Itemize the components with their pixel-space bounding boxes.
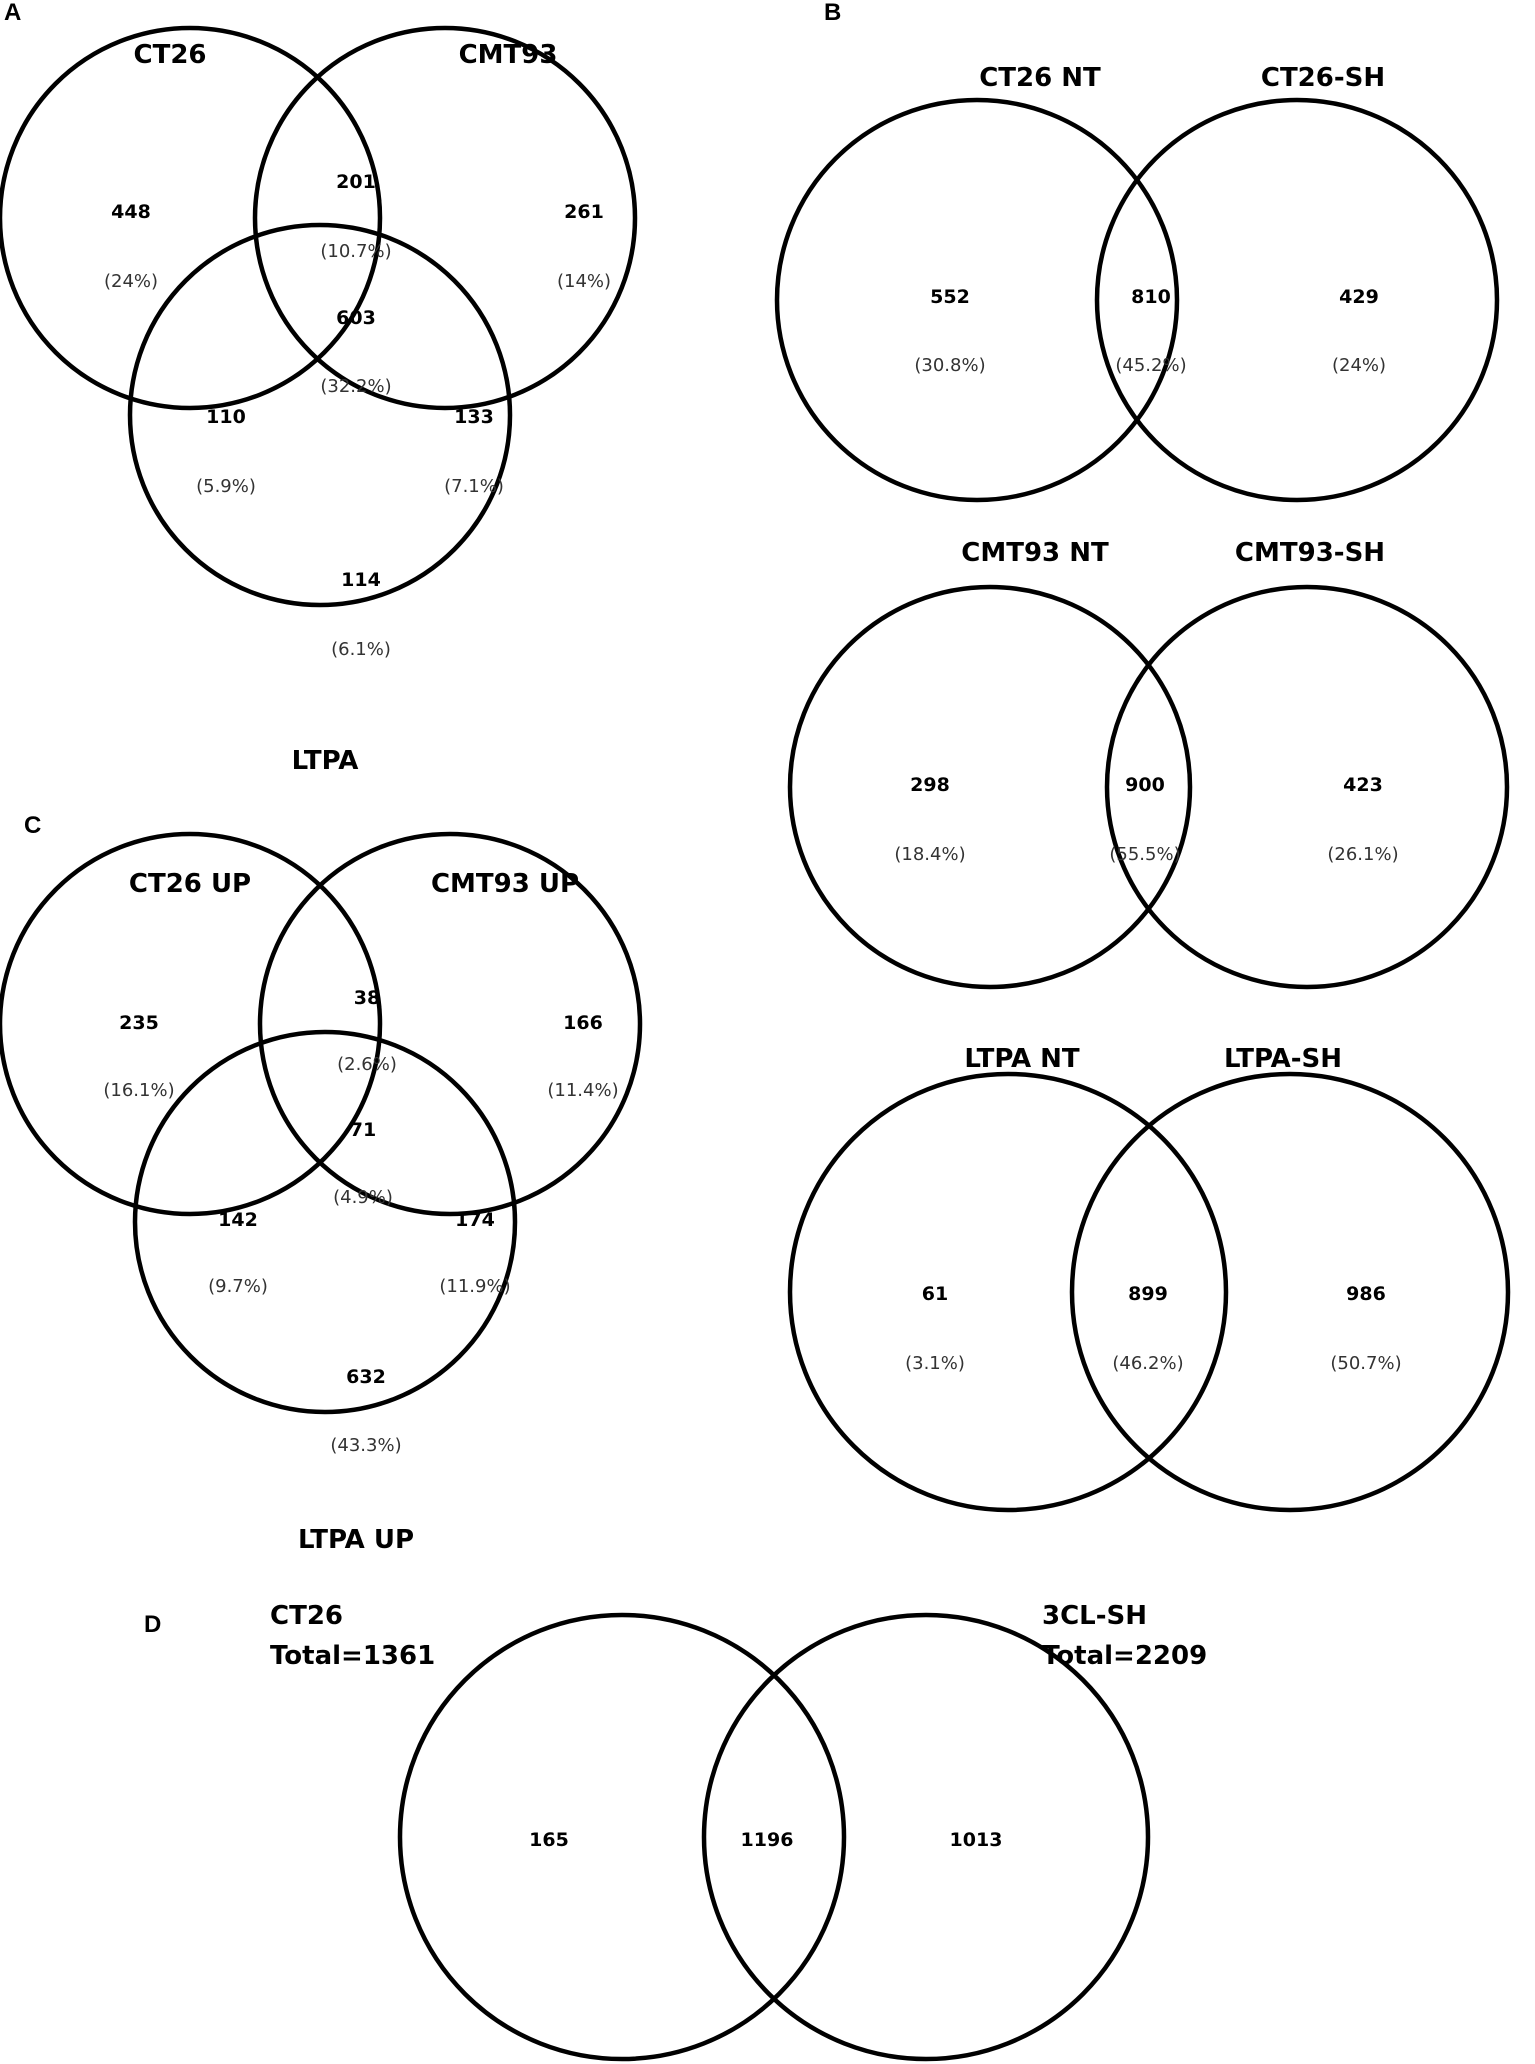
panel-c-count-ltpa-only: 632 [346, 1366, 386, 1388]
panel-c-pct-cmt93-ltpa: (11.9%) [439, 1276, 510, 1297]
panel-a-count-ct26-ltpa: 110 [206, 406, 246, 428]
panel-b-count-cmt93-both: 900 [1125, 774, 1165, 796]
panel-b-count-ltpa-sh-only: 986 [1346, 1283, 1386, 1305]
panel-a-pct-all: (32.2%) [320, 376, 391, 397]
panel-a-count-ct26-only: 448 [111, 201, 151, 223]
panel-b-pct-ltpa-sh-only: (50.7%) [1330, 1353, 1401, 1374]
panel-d-circle-ct26 [397, 1612, 847, 2062]
panel-b-circle-cmt93-sh [1104, 584, 1510, 990]
panel-a-circle-ltpa [127, 222, 513, 608]
panel-a-set-label-ltpa: LTPA [292, 746, 359, 776]
panel-c-letter: C [24, 812, 41, 839]
panel-b-circle-ct26-sh [1094, 97, 1500, 503]
panel-b-circle-cmt93-nt [787, 584, 1193, 990]
panel-b-venn-cmt93: CMT93 NT CMT93-SH 298 (18.4%) 900 (55.5%… [787, 538, 1510, 990]
panel-a-pct-ct26-only: (24%) [104, 271, 158, 292]
panel-c-set-label-cmt93-up: CMT93 UP [431, 869, 579, 899]
panel-a-pct-cmt93-only: (14%) [557, 271, 611, 292]
panel-a-count-cmt93-ltpa: 133 [454, 406, 494, 428]
panel-b-pct-ct26-nt-only: (30.8%) [914, 355, 985, 376]
panel-c-circle-ct26-up [0, 831, 383, 1217]
panel-a: A CT26 CMT93 LTPA 448 (24%) 261 (14%) 20… [0, 0, 638, 776]
panel-c: C CT26 UP CMT93 UP LTPA UP 235 (16.1%) 1… [0, 812, 643, 1555]
panel-b-label-ct26-nt: CT26 NT [979, 63, 1101, 93]
panel-c-circle-cmt93-up [257, 831, 643, 1217]
panel-c-circle-ltpa-up [132, 1029, 518, 1415]
panel-b-count-ct26-both: 810 [1131, 286, 1171, 308]
panel-a-count-ltpa-only: 114 [341, 569, 381, 591]
panel-c-count-ct26-ltpa: 142 [218, 1209, 258, 1231]
panel-b-letter: B [824, 0, 841, 26]
panel-b-count-cmt93-nt-only: 298 [910, 774, 950, 796]
panel-b-pct-cmt93-both: (55.5%) [1109, 844, 1180, 865]
panel-a-circle-ct26 [0, 25, 383, 411]
panel-c-pct-cmt93-only: (11.4%) [547, 1080, 618, 1101]
panel-d-count-both: 1196 [741, 1829, 794, 1851]
panel-c-pct-ltpa-only: (43.3%) [330, 1435, 401, 1456]
panel-b-venn-ct26: CT26 NT CT26-SH 552 (30.8%) 810 (45.2%) … [774, 63, 1500, 503]
panel-b-pct-ct26-both: (45.2%) [1115, 355, 1186, 376]
panel-c-count-cmt93-only: 166 [563, 1012, 603, 1034]
panel-c-pct-ct26-only: (16.1%) [103, 1080, 174, 1101]
panel-c-pct-ct26-cmt93: (2.6%) [337, 1054, 397, 1075]
panel-b-pct-ct26-sh-only: (24%) [1332, 355, 1386, 376]
panel-a-count-cmt93-only: 261 [564, 201, 604, 223]
panel-c-set-label-ct26-up: CT26 UP [129, 869, 251, 899]
panel-c-pct-all: (4.9%) [333, 1187, 393, 1208]
panel-d-label-3cl-sh: 3CL-SH [1042, 1601, 1147, 1631]
panel-c-count-ct26-cmt93: 38 [354, 987, 380, 1009]
panel-b-count-ltpa-both: 899 [1128, 1283, 1168, 1305]
panel-d-label-ct26-total: Total=1361 [270, 1641, 435, 1671]
panel-c-count-cmt93-ltpa: 174 [455, 1209, 495, 1231]
panel-a-pct-ltpa-only: (6.1%) [331, 639, 391, 660]
panel-b-venn-ltpa: LTPA NT LTPA-SH 61 (3.1%) 899 (46.2%) 98… [787, 1044, 1511, 1513]
panel-a-set-label-ct26: CT26 [134, 40, 207, 70]
panel-a-count-ct26-cmt93: 201 [336, 171, 376, 193]
panel-a-letter: A [4, 0, 21, 26]
panel-b-label-cmt93-nt: CMT93 NT [961, 538, 1109, 568]
panel-b-pct-cmt93-nt-only: (18.4%) [894, 844, 965, 865]
panel-c-set-label-ltpa-up: LTPA UP [298, 1525, 414, 1555]
panel-b-label-ltpa-nt: LTPA NT [964, 1044, 1080, 1074]
panel-c-pct-ct26-ltpa: (9.7%) [208, 1276, 268, 1297]
panel-b-circle-ltpa-sh [1069, 1071, 1511, 1513]
panel-c-count-all: 71 [350, 1119, 376, 1141]
panel-b-pct-ltpa-nt-only: (3.1%) [905, 1353, 965, 1374]
panel-b-count-cmt93-sh-only: 423 [1343, 774, 1383, 796]
panel-b-circle-ct26-nt [774, 97, 1180, 503]
panel-b-label-cmt93-sh: CMT93-SH [1235, 538, 1385, 568]
panel-b-count-ct26-sh-only: 429 [1339, 286, 1379, 308]
panel-a-pct-ct26-ltpa: (5.9%) [196, 476, 256, 497]
panel-a-pct-cmt93-ltpa: (7.1%) [444, 476, 504, 497]
panel-d-count-ct26-only: 165 [529, 1829, 569, 1851]
panel-d-circle-3cl-sh [701, 1612, 1151, 2062]
panel-b-count-ct26-nt-only: 552 [930, 286, 970, 308]
panel-a-set-label-cmt93: CMT93 [459, 40, 558, 70]
panel-b-count-ltpa-nt-only: 61 [922, 1283, 948, 1305]
panel-b: B CT26 NT CT26-SH 552 (30.8%) 810 (45.2%… [774, 0, 1511, 1513]
panel-d-label-ct26: CT26 [270, 1601, 343, 1631]
panel-d: D CT26 Total=1361 3CL-SH Total=2209 165 … [144, 1601, 1207, 2062]
panel-a-count-all: 603 [336, 307, 376, 329]
panel-a-pct-ct26-cmt93: (10.7%) [320, 241, 391, 262]
panel-b-pct-cmt93-sh-only: (26.1%) [1327, 844, 1398, 865]
panel-b-label-ct26-sh: CT26-SH [1261, 63, 1385, 93]
panel-c-count-ct26-only: 235 [119, 1012, 159, 1034]
panel-a-circle-cmt93 [252, 25, 638, 411]
panel-b-circle-ltpa-nt [787, 1071, 1229, 1513]
panel-b-label-ltpa-sh: LTPA-SH [1224, 1044, 1342, 1074]
panel-b-pct-ltpa-both: (46.2%) [1112, 1353, 1183, 1374]
panel-d-letter: D [144, 1611, 161, 1638]
panel-d-count-3cl-sh-only: 1013 [950, 1829, 1003, 1851]
